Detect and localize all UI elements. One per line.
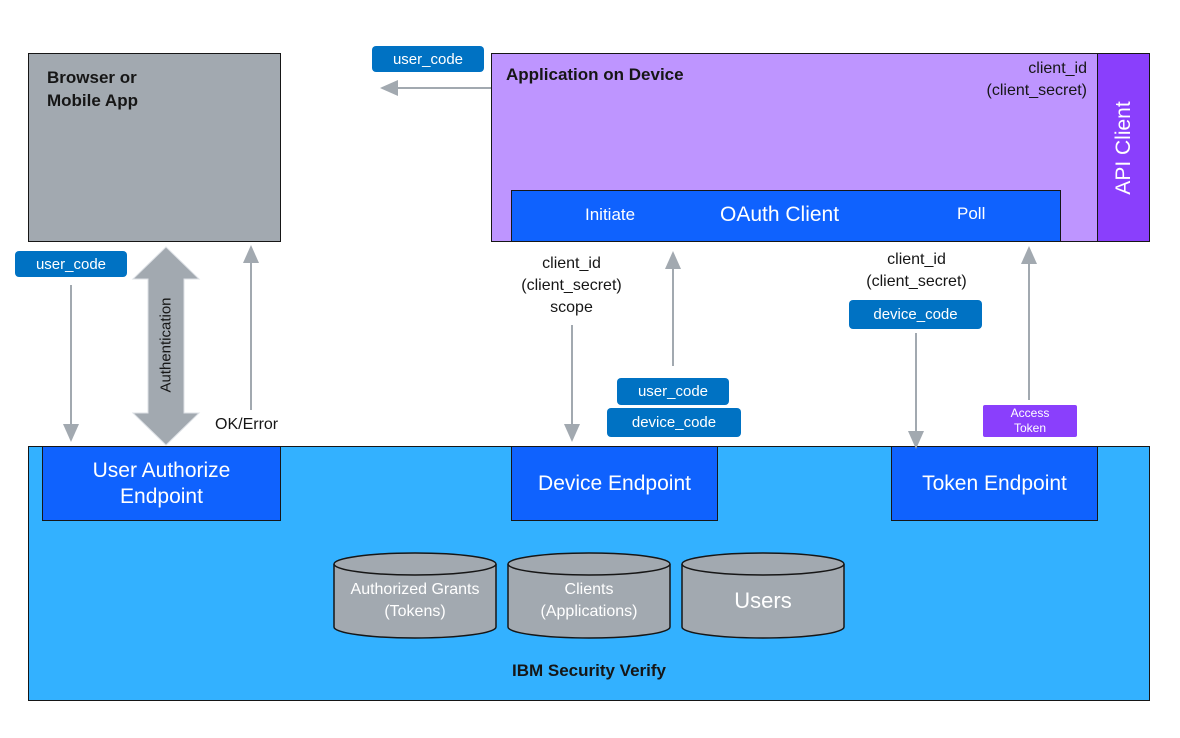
token-request-params: client_id (client_secret) (866, 251, 967, 290)
device-code-pill: device_code (607, 408, 741, 437)
authentication-double-arrow (131, 246, 201, 446)
api-client-bar: API Client (1097, 53, 1150, 242)
authentication-label: Authentication (157, 297, 175, 393)
access-token-pill: Access Token (983, 405, 1077, 437)
authorized-grants-store (333, 552, 497, 639)
authorized-grants-label: Authorized Grants (Tokens) (350, 581, 480, 620)
oauth-poll-label: Poll (957, 204, 986, 223)
app-credentials: client_id (client_secret) (986, 60, 1087, 99)
token-endpoint: Token Endpoint (891, 446, 1098, 521)
user-code-pill: user_code (15, 251, 127, 277)
clients-label: Clients (Applications) (540, 581, 638, 620)
user-authorize-endpoint: User Authorize Endpoint (42, 446, 281, 521)
oauth-client-label: OAuth Client (720, 203, 840, 226)
browser-title: Browser or Mobile App (47, 68, 138, 110)
device-code-pill: device_code (849, 300, 982, 329)
application-title: Application on Device (506, 65, 684, 84)
users-store (681, 552, 845, 639)
device-endpoint: Device Endpoint (511, 446, 718, 521)
user-code-pill: user_code (617, 378, 729, 405)
browser-mobile-app-box: Browser or Mobile App (28, 53, 281, 242)
clients-store (507, 552, 671, 639)
verify-title: IBM Security Verify (511, 661, 666, 680)
users-label: Users (734, 588, 792, 613)
oauth-client-box: Initiate OAuth Client Poll (511, 190, 1061, 242)
oauth-initiate-label: Initiate (585, 205, 636, 224)
ok-error-label: OK/Error (215, 416, 279, 433)
user-code-pill: user_code (372, 46, 484, 72)
device-request-params: client_id (client_secret) scope (521, 255, 622, 316)
